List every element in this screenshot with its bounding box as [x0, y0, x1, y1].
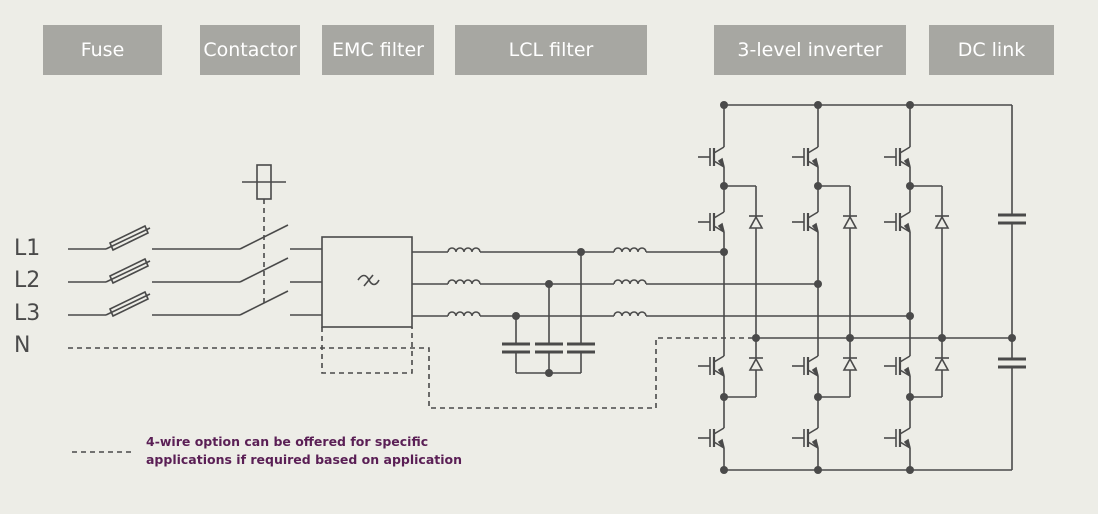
junction-dots [512, 101, 1016, 474]
inductor-l2-right [613, 279, 647, 285]
header-dc-link: DC link [929, 25, 1054, 75]
header-emc-filter: EMC filter [322, 25, 434, 75]
inverter-leg [792, 105, 858, 470]
junction-dot [720, 182, 728, 190]
junction-dot [814, 393, 822, 401]
junction-dot [752, 334, 760, 342]
lcl-capacitor-bank [502, 252, 595, 374]
note-line-1: 4-wire option can be offered for specifi… [146, 434, 429, 449]
note-line-2: applications if required based on applic… [146, 452, 463, 467]
inductor-l2-left [447, 279, 481, 285]
junction-dot [846, 334, 854, 342]
four-wire-note: 4-wire option can be offered for specifi… [146, 433, 462, 469]
phase-label-l1: L1 [14, 236, 41, 261]
junction-dot [720, 393, 728, 401]
fuse-l2 [105, 257, 151, 285]
junction-dot [512, 312, 520, 320]
emc-filter-box [321, 236, 413, 328]
junction-dot [906, 312, 914, 320]
junction-dot [545, 369, 553, 377]
fuse-l1 [105, 224, 151, 252]
phase-label-l3: L3 [14, 301, 41, 326]
inverter-leg [698, 105, 764, 470]
junction-dot [814, 101, 822, 109]
fuse-l3 [105, 290, 151, 318]
junction-dot [938, 334, 946, 342]
junction-dot [906, 393, 914, 401]
phase-label-l2: L2 [14, 268, 41, 293]
phase-label-n: N [14, 333, 31, 358]
inductor-l3-right [613, 311, 647, 317]
inverter-leg [884, 105, 950, 470]
junction-dot [720, 466, 728, 474]
junction-dot [720, 248, 728, 256]
junction-dot [906, 466, 914, 474]
junction-dot [1008, 334, 1016, 342]
junction-dot [720, 101, 728, 109]
neutral-dashed-path [68, 327, 756, 409]
dc-link-capacitors [998, 105, 1026, 470]
header-fuse: Fuse [43, 25, 162, 75]
inductor-l1-right [613, 247, 647, 253]
header-contactor: Contactor [200, 25, 300, 75]
inductor-l3-left [447, 311, 481, 317]
header-3-level-inverter: 3-level inverter [714, 25, 906, 75]
junction-dot [906, 182, 914, 190]
junction-dot [814, 280, 822, 288]
circuit-lines [68, 104, 1026, 471]
contactor-switches [239, 164, 322, 316]
junction-dot [906, 101, 914, 109]
inductor-l1-left [447, 247, 481, 253]
header-lcl-filter: LCL filter [455, 25, 647, 75]
inverter-legs [698, 105, 950, 470]
junction-dot [814, 466, 822, 474]
junction-dot [545, 280, 553, 288]
junction-dot [814, 182, 822, 190]
junction-dot [577, 248, 585, 256]
